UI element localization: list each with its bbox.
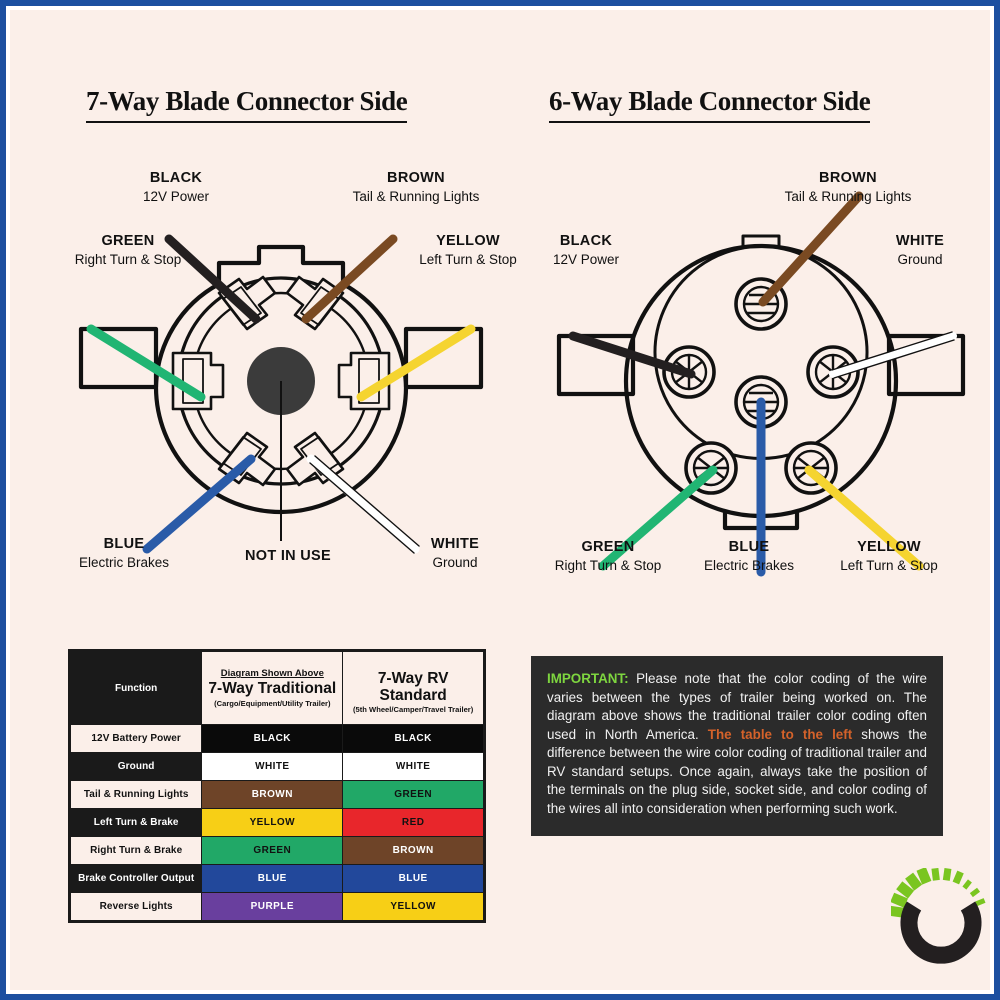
table-cell-traditional: BLUE bbox=[201, 864, 344, 893]
connector-diagram-6way bbox=[556, 191, 966, 577]
label-7way-yellow: YELLOW Left Turn & Stop bbox=[419, 233, 517, 267]
label-6way-blue: BLUE Electric Brakes bbox=[703, 539, 795, 573]
wire-color-table: Function Diagram Shown Above 7-Way Tradi… bbox=[68, 649, 486, 923]
wire-green bbox=[86, 324, 206, 402]
connector-outer-shell bbox=[153, 244, 409, 515]
connector-inner-ring-6way bbox=[653, 234, 869, 460]
label-7way-black: BLACK 12V Power bbox=[142, 170, 210, 204]
note-table-reference: The table to the left bbox=[707, 726, 853, 742]
table-cell-rv: WHITE bbox=[342, 752, 485, 781]
logo-dash bbox=[931, 868, 940, 881]
wire-green-6way bbox=[598, 465, 718, 571]
wire-brown bbox=[301, 234, 398, 324]
right-ear-tab-6way bbox=[886, 333, 966, 397]
logo-dash bbox=[952, 870, 964, 885]
table-header-rv: 7-Way RV Standard (5th Wheel/Camper/Trav… bbox=[342, 650, 485, 725]
logo-dashes bbox=[891, 868, 986, 918]
important-note-text: IMPORTANT: Please note that the color co… bbox=[547, 671, 927, 816]
table-header-traditional: Diagram Shown Above 7-Way Traditional (C… bbox=[201, 650, 344, 725]
section-title-7way: 7-Way Blade Connector Side bbox=[86, 86, 408, 123]
wire-black bbox=[164, 234, 261, 324]
logo-dash bbox=[975, 898, 986, 907]
label-7way-brown: BROWN Tail & Running Lights bbox=[352, 170, 480, 204]
blade-terminal-green bbox=[171, 351, 225, 411]
header-traditional-sub: (Cargo/Equipment/Utility Trailer) bbox=[214, 698, 331, 708]
table-cell-rv: BLACK bbox=[342, 724, 485, 753]
logo-dash bbox=[891, 905, 905, 918]
label-6way-green: GREEN Right Turn & Stop bbox=[554, 539, 662, 573]
wire-white-6way bbox=[829, 331, 957, 379]
table-cell-traditional: YELLOW bbox=[201, 808, 344, 837]
logo-dash bbox=[916, 868, 932, 885]
label-7way-not-in-use: NOT IN USE bbox=[245, 548, 331, 564]
logo-dash bbox=[891, 892, 908, 908]
header-traditional-note: Diagram Shown Above bbox=[220, 668, 324, 680]
connector-diagram-7way bbox=[78, 234, 484, 554]
section-title-6way: 6-Way Blade Connector Side bbox=[549, 86, 871, 123]
header-rv-sub: (5th Wheel/Camper/Travel Trailer) bbox=[353, 705, 474, 715]
blade-terminal-yellow bbox=[337, 351, 391, 411]
table-cell-traditional: BROWN bbox=[201, 780, 344, 809]
wire-yellow bbox=[356, 324, 476, 402]
logo-dash bbox=[896, 881, 915, 899]
brand-logo bbox=[891, 868, 986, 964]
table-cell-function: Reverse Lights bbox=[68, 892, 203, 922]
blade-terminal-brown bbox=[285, 275, 345, 331]
diagram-canvas: 7-Way Blade Connector Side 6-Way Blade C… bbox=[6, 6, 994, 994]
table-cell-function: Ground bbox=[68, 752, 203, 781]
logo-ring-arc bbox=[900, 901, 982, 964]
table-cell-function: Right Turn & Brake bbox=[68, 836, 203, 865]
table-header-row: Function Diagram Shown Above 7-Way Tradi… bbox=[68, 650, 485, 725]
label-6way-white: WHITE Ground bbox=[895, 233, 945, 267]
wire-white-stroke bbox=[307, 455, 420, 554]
blade-terminal-black bbox=[217, 275, 277, 331]
wire-brown-6way bbox=[758, 191, 864, 307]
logo-dash bbox=[969, 887, 981, 898]
label-7way-green: GREEN Right Turn & Stop bbox=[74, 233, 182, 267]
wire-yellow-6way bbox=[804, 465, 924, 571]
table-header-function: Function bbox=[68, 650, 203, 725]
table-cell-rv: YELLOW bbox=[342, 892, 485, 922]
table-cell-rv: BLUE bbox=[342, 864, 485, 893]
label-7way-blue: BLUE Electric Brakes bbox=[78, 536, 170, 570]
wire-blue bbox=[142, 454, 256, 554]
table-cell-function: 12V Battery Power bbox=[68, 724, 203, 753]
logo-dash bbox=[905, 872, 923, 891]
header-rv-title: 7-Way RV Standard bbox=[377, 669, 449, 704]
label-6way-yellow: YELLOW Left Turn & Stop bbox=[840, 539, 938, 573]
important-note-panel: IMPORTANT: Please note that the color co… bbox=[531, 656, 943, 836]
table-cell-rv: GREEN bbox=[342, 780, 485, 809]
table-cell-traditional: BLACK bbox=[201, 724, 344, 753]
logo-dash bbox=[942, 868, 952, 881]
label-6way-brown: BROWN Tail & Running Lights bbox=[784, 170, 912, 204]
logo-dash bbox=[962, 879, 972, 890]
table-cell-rv: BROWN bbox=[342, 836, 485, 865]
note-important-word: IMPORTANT: bbox=[547, 671, 629, 686]
table-cell-function: Tail & Running Lights bbox=[68, 780, 203, 809]
table-cell-function: Left Turn & Brake bbox=[68, 808, 203, 837]
table-cell-rv: RED bbox=[342, 808, 485, 837]
left-ear-tab-6way bbox=[556, 333, 636, 397]
label-7way-white: WHITE Ground bbox=[430, 536, 480, 570]
table-cell-function: Brake Controller Output bbox=[68, 864, 203, 893]
table-cell-traditional: PURPLE bbox=[201, 892, 344, 922]
table-cell-traditional: WHITE bbox=[201, 752, 344, 781]
table-cell-traditional: GREEN bbox=[201, 836, 344, 865]
label-6way-black: BLACK 12V Power bbox=[552, 233, 620, 267]
header-traditional-title: 7-Way Traditional bbox=[208, 680, 337, 698]
wire-black-6way bbox=[568, 331, 696, 379]
